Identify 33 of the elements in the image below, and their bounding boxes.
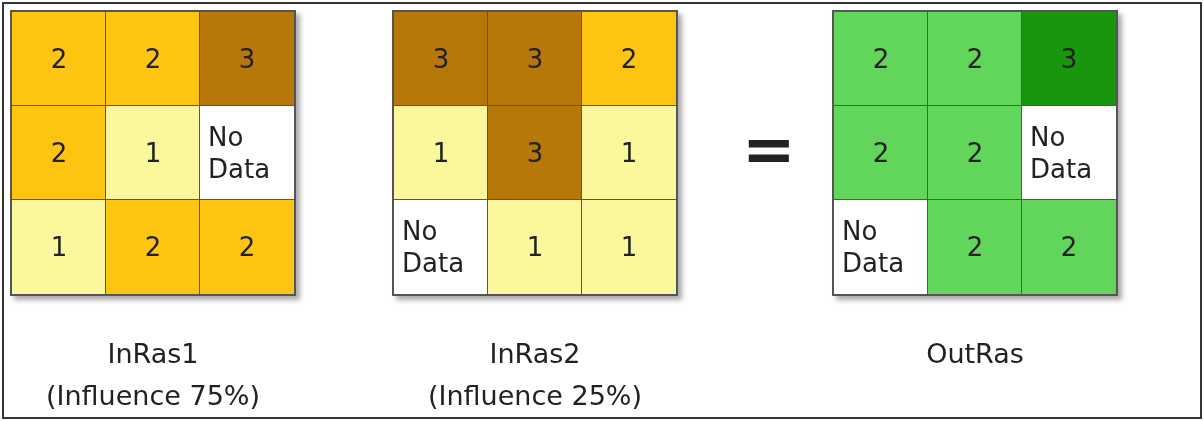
raster-cell: 2 <box>928 12 1022 106</box>
raster-cell: 3 <box>200 12 294 106</box>
raster-cell: 2 <box>582 12 676 106</box>
raster-cell: 2 <box>200 200 294 294</box>
raster-cell: 1 <box>106 106 200 200</box>
equals-sign: = <box>742 112 796 186</box>
raster-caption: InRas2 <box>488 338 582 369</box>
raster-caption: OutRas <box>925 338 1025 369</box>
raster-caption: (Influence 75%) <box>44 380 261 411</box>
raster-cell: 2 <box>928 200 1022 294</box>
raster-cell: 2 <box>12 12 106 106</box>
raster-cell: No Data <box>1022 106 1116 200</box>
raster-cell: No Data <box>394 200 488 294</box>
raster-cell: 2 <box>928 106 1022 200</box>
raster-cell: 2 <box>12 106 106 200</box>
raster-cell: 2 <box>106 12 200 106</box>
raster-cell: 2 <box>1022 200 1116 294</box>
raster-cell: No Data <box>834 200 928 294</box>
raster-cell: 3 <box>394 12 488 106</box>
raster-cell: 1 <box>488 200 582 294</box>
raster-caption: InRas1 <box>106 338 200 369</box>
raster-cell: 1 <box>582 106 676 200</box>
raster-cell: 3 <box>1022 12 1116 106</box>
raster-cell: 2 <box>106 200 200 294</box>
raster-cell: 1 <box>394 106 488 200</box>
raster-cell: 3 <box>488 106 582 200</box>
raster-cell: No Data <box>200 106 294 200</box>
raster-cell: 2 <box>834 106 928 200</box>
raster-cell: 1 <box>12 200 106 294</box>
raster-caption: (Influence 25%) <box>426 380 643 411</box>
raster-cell: 2 <box>834 12 928 106</box>
raster-cell: 1 <box>582 200 676 294</box>
raster-cell: 3 <box>488 12 582 106</box>
